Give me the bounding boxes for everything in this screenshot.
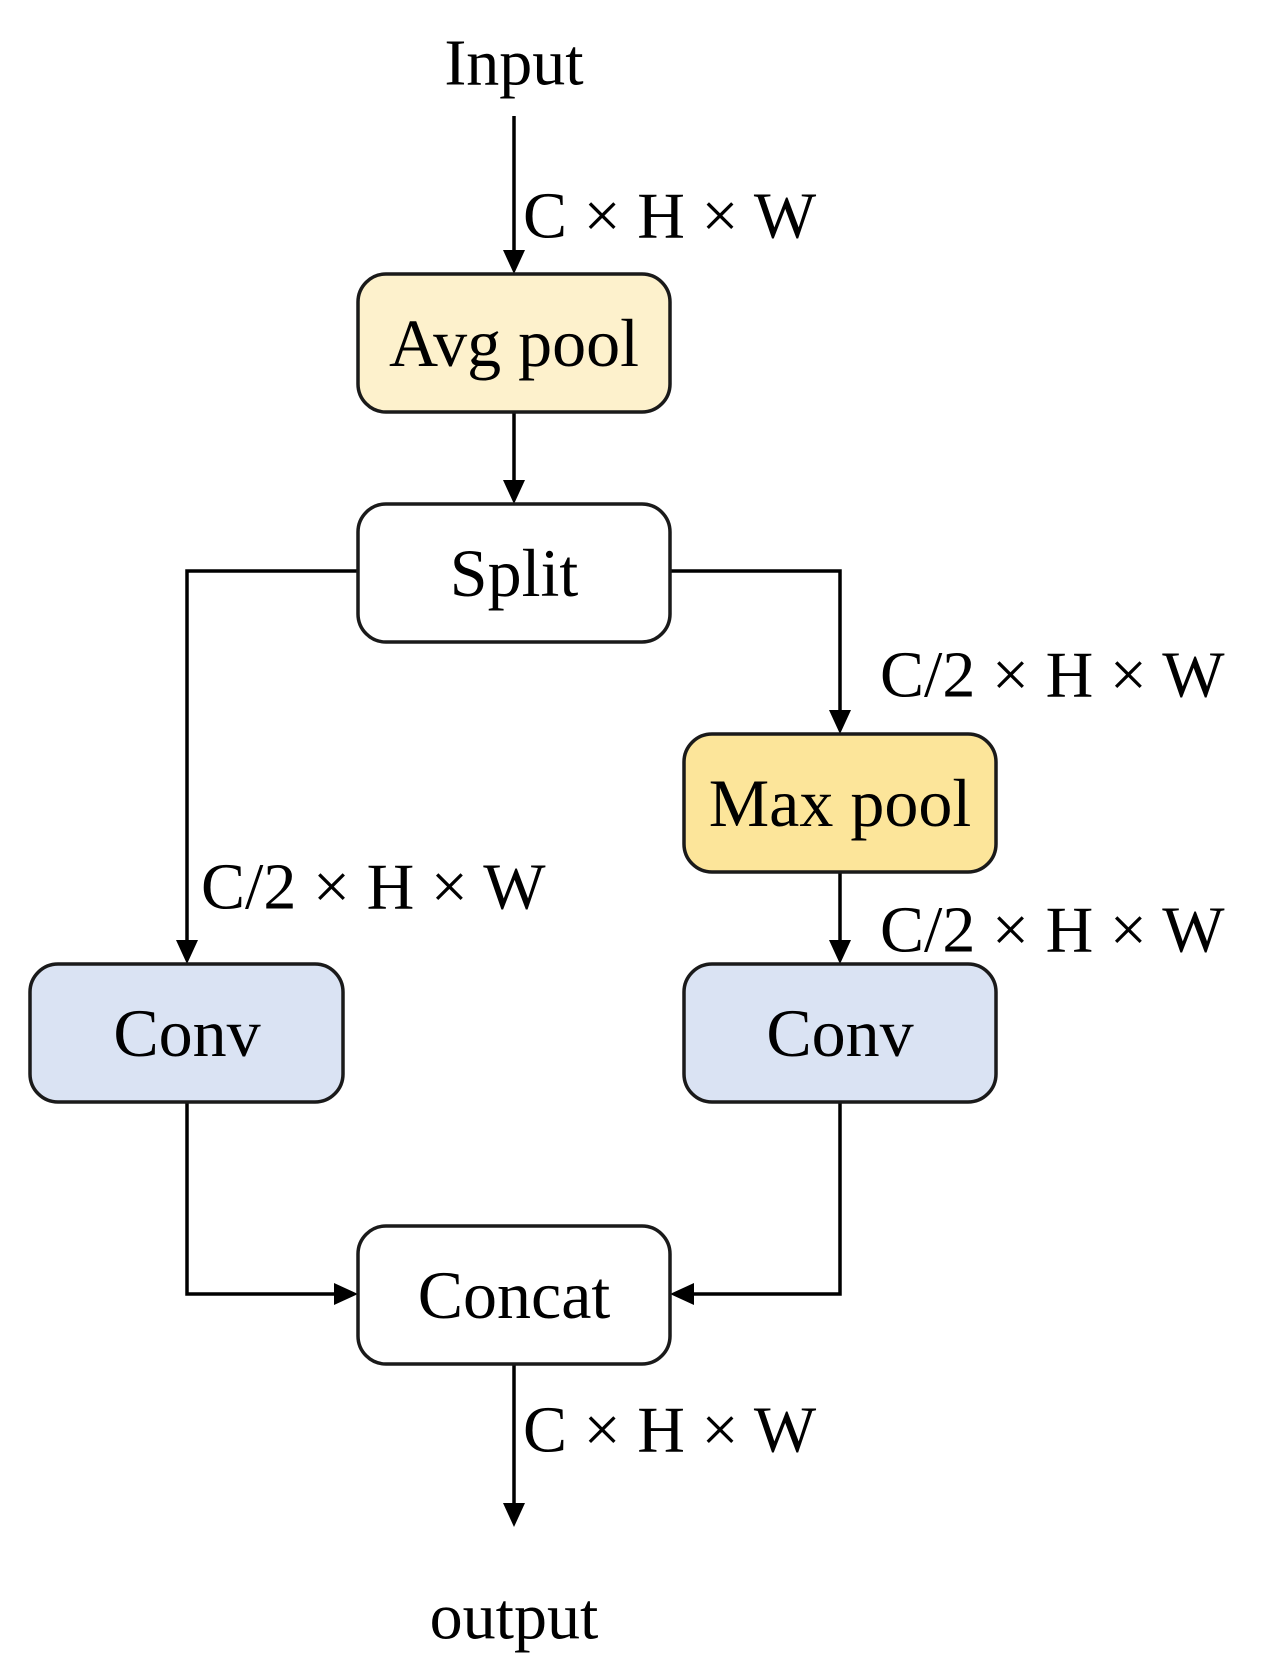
max-pool-label: Max pool	[709, 765, 972, 841]
node-conv-right: Conv	[682, 962, 998, 1104]
node-max-pool: Max pool	[682, 732, 998, 874]
arrowhead-conv-left	[176, 940, 198, 964]
edge-conv-left-to-concat	[185, 1102, 336, 1296]
arrowhead-conv-right	[829, 940, 851, 964]
edge-label-output-shape: C × H × W	[523, 1394, 817, 1467]
arrowhead-output	[503, 1503, 525, 1527]
conv-right-box	[682, 962, 998, 1104]
split-box	[356, 502, 672, 644]
split-label: Split	[450, 535, 579, 611]
max-pool-box	[682, 732, 998, 874]
concat-label: Concat	[418, 1257, 611, 1333]
edges	[176, 116, 851, 1527]
edge-label-maxpool-out-shape: C/2 × H × W	[880, 894, 1225, 967]
avg-pool-box	[356, 272, 672, 414]
conv-left-label: Conv	[113, 995, 260, 1071]
arrowhead-maxpool	[829, 710, 851, 734]
edge-conv-right-to-concat	[692, 1102, 842, 1296]
node-split: Split	[356, 502, 672, 644]
input-label: Input	[444, 27, 583, 100]
node-concat: Concat	[356, 1224, 672, 1366]
edge-label-input-shape: C × H × W	[523, 180, 817, 253]
arrowhead-avgpool	[503, 250, 525, 274]
edge-label-right-branch-shape: C/2 × H × W	[880, 639, 1225, 712]
arrowhead-split	[503, 480, 525, 504]
edge-label-left-branch-shape: C/2 × H × W	[201, 851, 546, 924]
output-label: output	[430, 1581, 599, 1654]
avg-pool-label: Avg pool	[389, 305, 639, 381]
edge-split-to-maxpool	[670, 569, 842, 712]
arrowhead-concat-right	[670, 1283, 694, 1305]
node-conv-left: Conv	[28, 962, 345, 1104]
edge-split-to-conv-left	[185, 569, 358, 942]
node-avg-pool: Avg pool	[356, 272, 672, 414]
conv-right-label: Conv	[766, 995, 913, 1071]
conv-left-box	[28, 962, 345, 1104]
arrowhead-concat-left	[334, 1283, 358, 1305]
concat-box	[356, 1224, 672, 1366]
